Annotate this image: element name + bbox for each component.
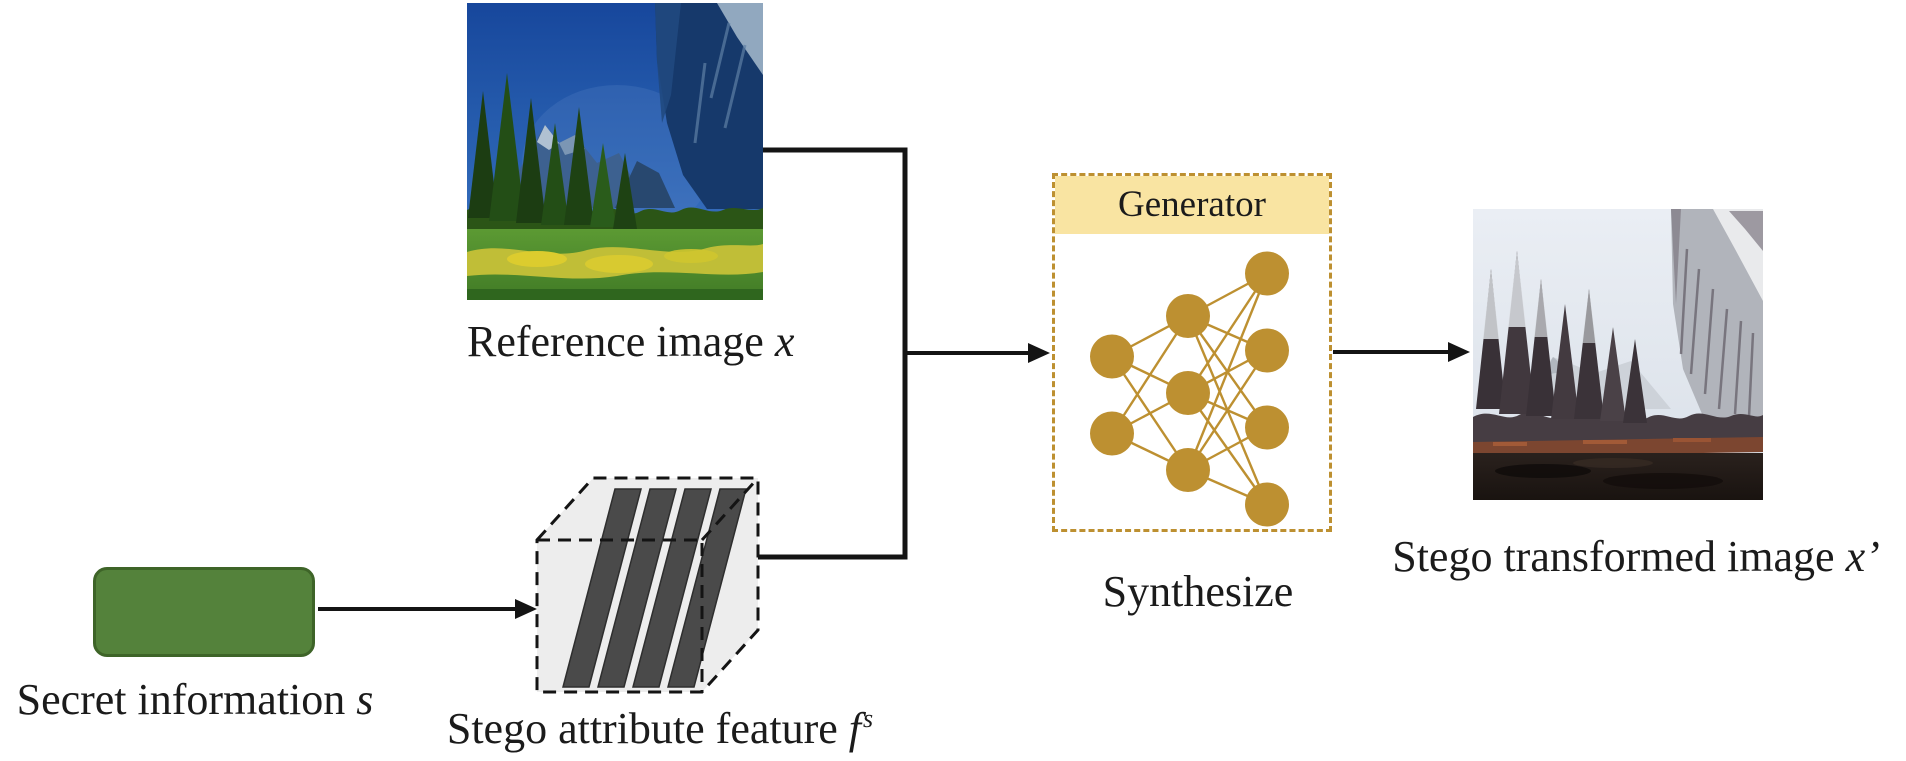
feature-stack-art: [535, 476, 760, 694]
generator-box: Generator: [1052, 173, 1332, 532]
label-superscript: s: [863, 704, 874, 734]
label-text: Secret information: [16, 675, 346, 724]
generator-input-arrowhead: [1028, 343, 1050, 363]
network-edge: [1186, 272, 1269, 394]
secret-to-feature-arrowhead: [515, 599, 537, 619]
reference-image: [467, 3, 763, 300]
label-text: Stego transformed image: [1392, 532, 1835, 581]
label-symbol: f: [848, 704, 862, 753]
network-node: [1245, 328, 1289, 373]
label-symbol: s: [356, 675, 374, 724]
network-node: [1166, 294, 1210, 338]
network-node: [1090, 334, 1134, 379]
generator-title: Generator: [1118, 184, 1266, 225]
stego-transformed-image: [1473, 209, 1763, 500]
reference-landscape-art: [467, 3, 763, 300]
label-text: Reference image: [467, 317, 764, 366]
label-text: Stego attribute feature: [446, 704, 838, 753]
secret-information-box: [93, 567, 315, 657]
network-node: [1166, 448, 1210, 492]
network-edge: [1186, 273, 1269, 471]
label-symbol: x: [774, 317, 795, 366]
synthesize-label: Synthesize: [1102, 567, 1294, 616]
transformed-landscape-art: [1473, 209, 1763, 500]
generator-network: [1090, 251, 1289, 527]
generator-header: Generator: [1055, 176, 1329, 234]
network-node: [1090, 411, 1134, 456]
network-node: [1245, 405, 1289, 450]
network-node: [1166, 371, 1210, 415]
network-edge: [1110, 315, 1190, 435]
stego-attribute-feature-stack: [525, 465, 765, 705]
network-node: [1245, 482, 1289, 527]
network-edge: [1186, 349, 1269, 471]
label-symbol: x’: [1845, 532, 1880, 581]
network-node: [1245, 251, 1289, 296]
generator-output-arrowhead: [1448, 342, 1470, 362]
